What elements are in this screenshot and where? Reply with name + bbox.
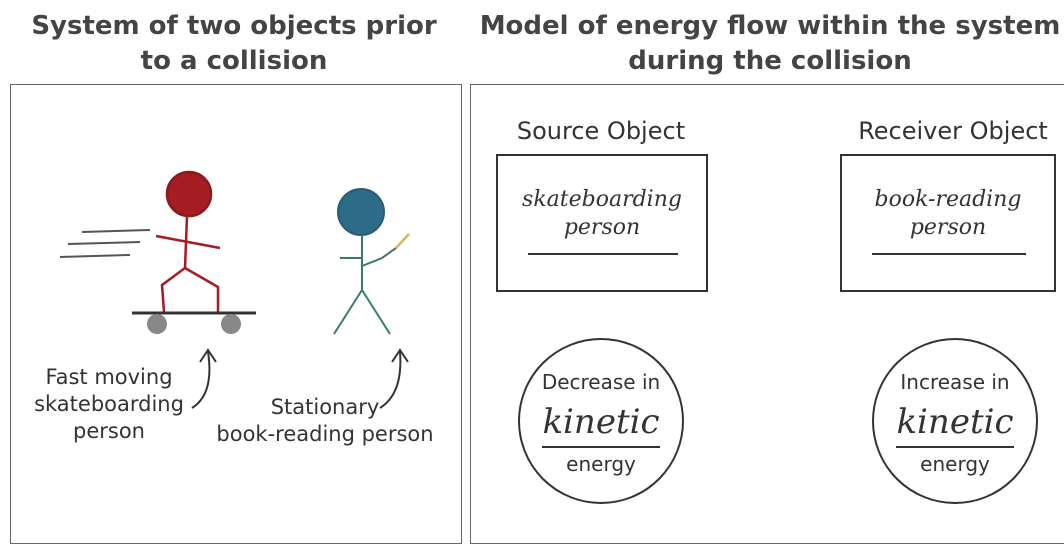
source-object-box: skateboarding person xyxy=(496,154,708,292)
source-energy-word: kinetic xyxy=(542,402,660,442)
source-name-line1: skateboarding xyxy=(522,187,682,212)
right-title-line1: Model of energy flow within the system xyxy=(479,11,1061,41)
reader-head xyxy=(337,188,385,236)
receiver-energy-top: Increase in xyxy=(900,370,1010,394)
source-energy-underline xyxy=(542,446,660,448)
skater-caption-line3: person xyxy=(73,419,145,443)
left-title-line2: to a collision xyxy=(140,46,328,76)
speed-lines xyxy=(59,229,151,258)
reader-caption-line1: Stationary xyxy=(270,395,380,419)
reader-caption: Stationary book-reading person xyxy=(200,394,450,448)
receiver-object-name: book-reading person xyxy=(842,186,1054,242)
source-energy-circle: Decrease in kinetic energy xyxy=(518,338,684,504)
book-reading-person-figure xyxy=(333,188,410,335)
receiver-energy-circle: Increase in kinetic energy xyxy=(872,338,1038,504)
source-energy-top: Decrease in xyxy=(541,370,661,394)
receiver-energy-underline xyxy=(896,446,1014,448)
right-panel-title: Model of energy flow within the system d… xyxy=(476,9,1064,79)
receiver-energy-bottom: energy xyxy=(920,452,990,476)
book xyxy=(395,233,410,249)
skater-head xyxy=(165,170,213,218)
skateboarding-person-figure xyxy=(155,170,221,313)
source-name-underline xyxy=(528,253,678,255)
reader-caption-line2: book-reading person xyxy=(216,422,434,446)
source-name-line2: person xyxy=(563,215,641,240)
source-energy-bottom: energy xyxy=(566,452,636,476)
skateboard-wheel-front xyxy=(147,314,167,334)
receiver-name-line1: book-reading xyxy=(874,187,1022,212)
reader-pointer-arrow xyxy=(379,348,409,409)
skateboard-wheel-back xyxy=(221,314,241,334)
skater-caption-line1: Fast moving xyxy=(45,365,173,389)
right-title-line2: during the collision xyxy=(628,46,912,76)
skater-caption: Fast moving skateboarding person xyxy=(14,364,204,445)
source-object-title: Source Object xyxy=(516,117,686,145)
receiver-name-underline xyxy=(872,253,1026,255)
source-object-name: skateboarding person xyxy=(498,186,706,242)
receiver-object-box: book-reading person xyxy=(840,154,1056,292)
left-title-line1: System of two objects prior xyxy=(31,11,437,41)
receiver-name-line2: person xyxy=(909,215,987,240)
receiver-object-title: Receiver Object xyxy=(858,117,1048,145)
skater-pointer-arrow xyxy=(191,348,217,409)
left-panel-title: System of two objects prior to a collisi… xyxy=(14,9,454,79)
skater-caption-line2: skateboarding xyxy=(34,392,184,416)
receiver-energy-word: kinetic xyxy=(896,402,1014,442)
